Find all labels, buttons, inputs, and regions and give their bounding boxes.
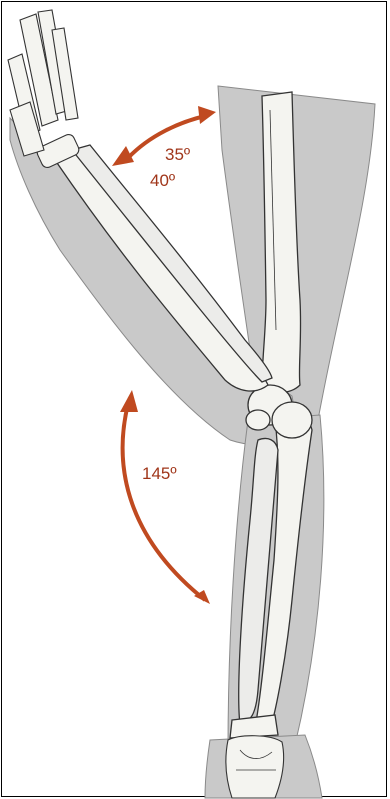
flexion-arrowhead-up	[120, 390, 138, 412]
extension-arrowhead-right	[198, 106, 216, 124]
lower-hand-bones	[226, 736, 284, 798]
limb-silhouette	[10, 86, 375, 798]
extension-arrowhead-left	[112, 146, 134, 166]
extension-angle-label-2: 40º	[150, 170, 175, 192]
flexion-angle-label: 145º	[142, 463, 177, 485]
extension-angle-label-1: 35º	[165, 144, 190, 166]
flexion-arc-arrow	[123, 404, 205, 600]
